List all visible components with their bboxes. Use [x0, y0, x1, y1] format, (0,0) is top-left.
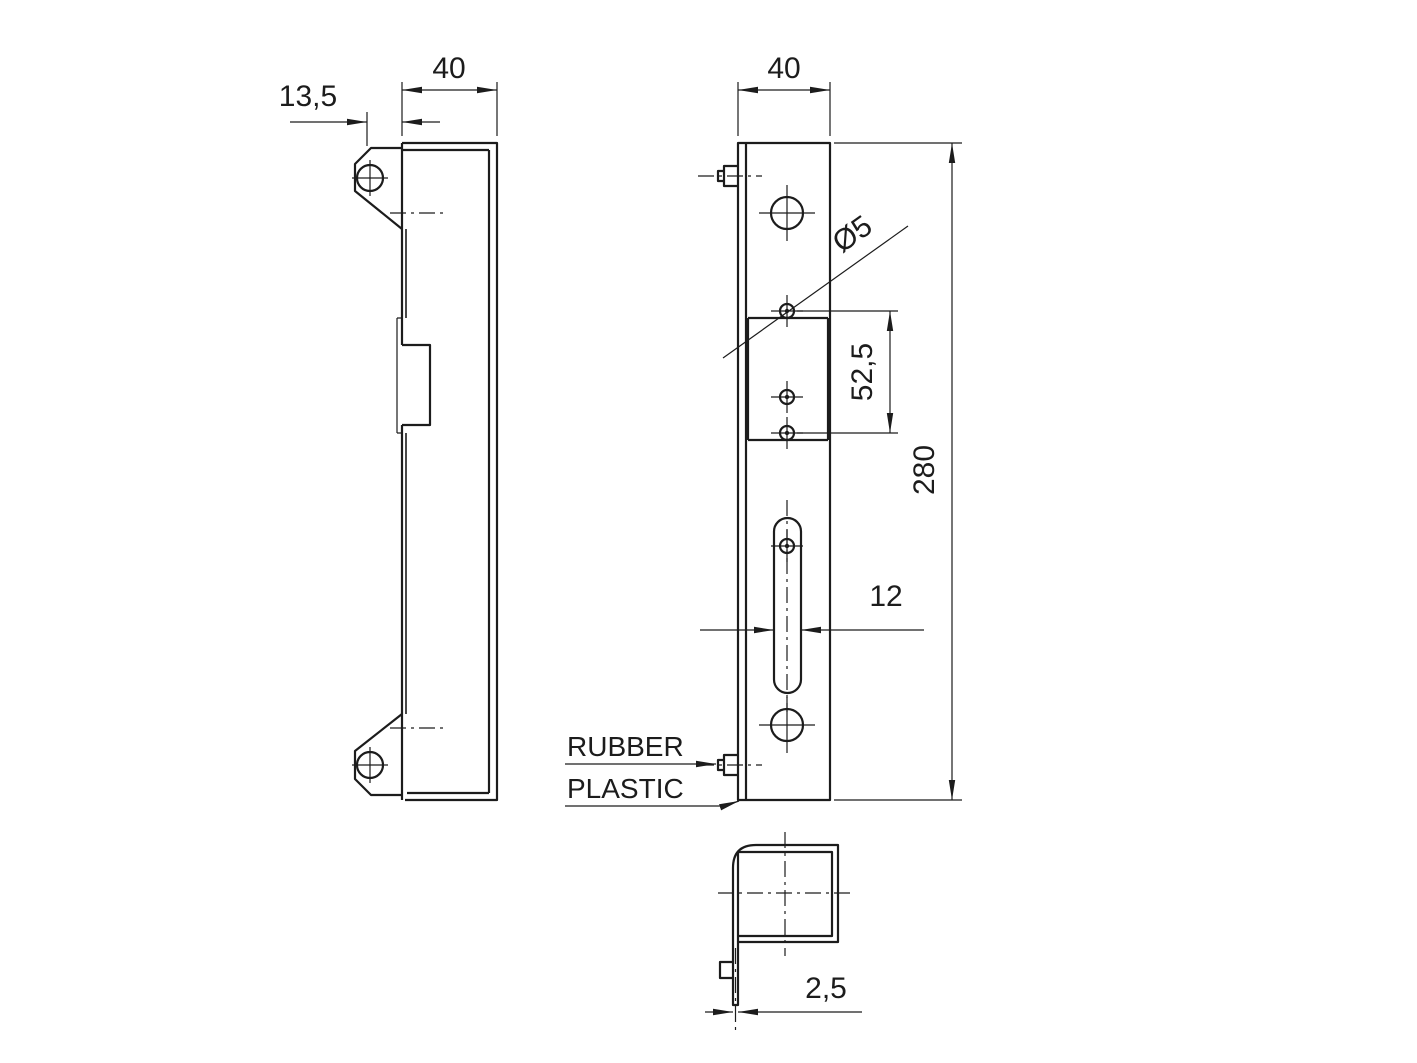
side-bottom-tab	[353, 713, 403, 797]
side-body-inner-lines	[402, 148, 491, 795]
dim-side-offset: 13,5	[279, 80, 440, 146]
front-slot	[772, 516, 803, 695]
front-bottom-rubber-tab	[716, 753, 738, 777]
dim-front-width-text: 40	[767, 52, 800, 85]
side-keeper-opening	[396, 317, 402, 434]
material-labels: RUBBER PLASTIC	[565, 731, 740, 811]
dim-side-width-text: 40	[432, 52, 465, 85]
plastic-label: PLASTIC	[567, 773, 684, 804]
dim-slot-width: 12	[700, 580, 924, 634]
rubber-label: RUBBER	[567, 731, 684, 762]
side-top-tab	[353, 146, 403, 230]
section-outline	[731, 843, 840, 1007]
dim-material-thickness: 2,5	[705, 972, 862, 1016]
side-keeper-notch	[402, 343, 432, 427]
front-top-rubber-tab	[716, 164, 738, 188]
dim-hole-spacing: 52,5	[797, 310, 898, 434]
side-view	[352, 141, 499, 802]
section-rubber-bump	[718, 960, 733, 980]
section-view	[718, 832, 852, 1030]
front-view	[698, 141, 832, 802]
dim-total-height: 280	[834, 142, 962, 801]
dim-total-height-text: 280	[908, 445, 941, 495]
dim-slot-width-text: 12	[869, 580, 902, 613]
dim-side-width: 40	[401, 52, 498, 136]
side-body-outline	[402, 141, 499, 802]
side-centerlines	[390, 212, 448, 729]
front-hole-crosses	[759, 185, 815, 753]
plastic-leader	[565, 800, 740, 811]
dim-hole-spacing-text: 52,5	[846, 343, 879, 401]
dim-material-thickness-text: 2,5	[805, 972, 847, 1005]
section-centerlines	[718, 832, 852, 1030]
section-inner-lines	[736, 850, 834, 942]
side-hole-crosses	[352, 160, 388, 783]
front-body-outline	[736, 141, 832, 802]
dim-side-offset-text: 13,5	[279, 80, 337, 113]
dim-front-width: 40	[737, 52, 831, 136]
